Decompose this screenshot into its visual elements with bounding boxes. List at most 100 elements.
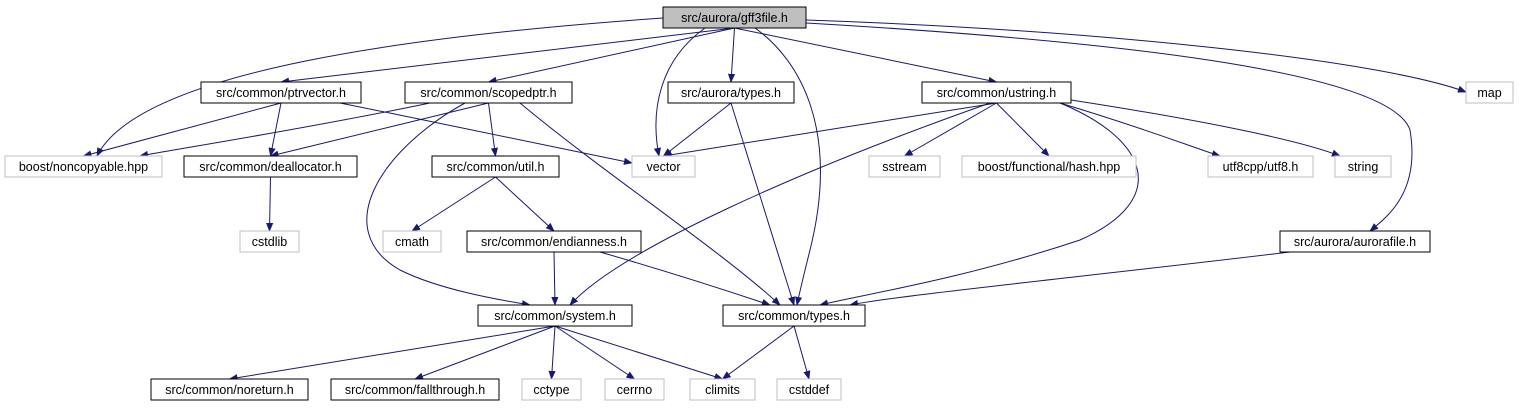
node-label: cmath [395, 235, 429, 249]
edge-endianness-to-common_types [599, 251, 771, 306]
edge-gff3file-to-ustring [734, 27, 998, 84]
nodes-layer: src/aurora/gff3file.h src/common/ptrvecto… [4, 6, 1514, 401]
node-label: src/common/system.h [494, 309, 616, 323]
node-box [431, 155, 560, 178]
node-cctype: cctype [521, 378, 582, 401]
node-label: string [1348, 160, 1379, 174]
node-box [604, 378, 665, 401]
edge-system-to-climits [554, 325, 724, 380]
edge-gff3file-to-aurorafile [805, 22, 1413, 232]
node-label: cstdlib [252, 235, 287, 249]
node-vector: vector [631, 155, 696, 178]
node-noreturn[interactable]: src/common/noreturn.h [150, 378, 309, 401]
node-box [667, 81, 795, 104]
node-box [662, 6, 807, 29]
node-box [239, 230, 300, 253]
edge-gff3file-to-map [805, 19, 1467, 93]
node-box [404, 81, 573, 104]
node-gff3file[interactable]: src/aurora/gff3file.h [662, 6, 807, 29]
node-common-types[interactable]: src/common/types.h [722, 304, 866, 327]
edge-scopedptr-to-util [488, 102, 499, 157]
node-system[interactable]: src/common/system.h [477, 304, 633, 327]
node-label: src/common/noreturn.h [165, 383, 294, 397]
node-box [477, 304, 633, 327]
node-label: src/common/ustring.h [937, 86, 1057, 100]
node-box [961, 155, 1137, 178]
edge-deallocator-to-cstdlib [266, 176, 274, 232]
node-label: climits [705, 383, 740, 397]
node-box [382, 230, 442, 253]
node-label: sstream [882, 160, 926, 174]
node-scopedptr[interactable]: src/common/scopedptr.h [404, 81, 573, 104]
node-sstream: sstream [868, 155, 941, 178]
node-label: vector [646, 160, 680, 174]
node-label: src/aurora/types.h [681, 86, 781, 100]
edge-util-to-endianness [495, 176, 555, 232]
node-box [1334, 155, 1392, 178]
node-label: map [1477, 86, 1501, 100]
edge-gff3file-to-vector [653, 27, 706, 157]
node-label: src/common/endianness.h [481, 235, 627, 249]
node-label: cerrno [617, 383, 652, 397]
node-box [330, 378, 500, 401]
edge-system-to-cctype [548, 325, 556, 380]
edge-common_types-to-cstddef [793, 325, 811, 380]
edge-ptrvector-to-vector [339, 102, 633, 165]
node-label: utf8cpp/utf8.h [1223, 160, 1299, 174]
node-label: src/aurora/gff3file.h [681, 11, 788, 25]
edge-gff3file-to-scopedptr [487, 27, 735, 84]
node-label: boost/functional/hash.hpp [978, 160, 1121, 174]
edge-endianness-to-system [551, 251, 559, 306]
node-box [4, 155, 163, 178]
edges-layer [82, 17, 1467, 382]
node-box [150, 378, 309, 401]
node-box [631, 155, 696, 178]
node-noncopyable: boost/noncopyable.hpp [4, 155, 163, 178]
edge-system-to-cerrno [554, 325, 636, 380]
edge-ustring-to-string [1070, 99, 1341, 157]
edge-scopedptr-to-system [366, 102, 531, 308]
edge-common_types-to-climits [721, 325, 795, 380]
node-fallthrough[interactable]: src/common/fallthrough.h [330, 378, 500, 401]
node-hash: boost/functional/hash.hpp [961, 155, 1137, 178]
node-deallocator[interactable]: src/common/deallocator.h [183, 155, 358, 178]
edge-util-to-cmath [411, 176, 496, 232]
node-label: cstddef [789, 383, 830, 397]
node-box [689, 378, 756, 401]
node-label: src/common/deallocator.h [199, 160, 341, 174]
node-box [921, 81, 1072, 104]
node-box [183, 155, 358, 178]
node-box [1279, 230, 1431, 253]
node-label: cctype [533, 383, 569, 397]
node-label: src/aurora/aurorafile.h [1294, 235, 1416, 249]
node-aurorafile[interactable]: src/aurora/aurorafile.h [1279, 230, 1431, 253]
edge-gff3file-to-ptrvector [280, 27, 735, 85]
edge-ustring-to-vector [662, 102, 997, 159]
node-cstddef: cstddef [776, 378, 842, 401]
node-aurora-types[interactable]: src/aurora/types.h [667, 81, 795, 104]
node-label: src/common/types.h [738, 309, 850, 323]
node-utf8: utf8cpp/utf8.h [1207, 155, 1314, 178]
node-label: src/common/util.h [447, 160, 545, 174]
edge-scopedptr-to-noncopyable [139, 102, 431, 158]
node-endianness[interactable]: src/common/endianness.h [466, 230, 642, 253]
edge-aurora_types-to-common_types [730, 102, 796, 306]
node-box [722, 304, 866, 327]
edge-ustring-to-sstream [903, 102, 997, 157]
node-util[interactable]: src/common/util.h [431, 155, 560, 178]
edge-gff3file-to-noncopyable [96, 17, 664, 157]
node-string: string [1334, 155, 1392, 178]
edge-gff3file-to-common_types [754, 27, 821, 306]
node-box [1207, 155, 1314, 178]
edge-scopedptr-to-deallocator [269, 102, 489, 158]
edge-system-to-noreturn [228, 325, 556, 382]
node-cstdlib: cstdlib [239, 230, 300, 253]
node-label: src/common/ptrvector.h [216, 86, 346, 100]
node-climits: climits [689, 378, 756, 401]
node-box [1465, 81, 1514, 104]
edge-ustring-to-system [569, 102, 991, 306]
node-ustring[interactable]: src/common/ustring.h [921, 81, 1072, 104]
node-ptrvector[interactable]: src/common/ptrvector.h [200, 81, 362, 104]
edge-ptrvector-to-deallocator [268, 102, 282, 157]
node-box [521, 378, 582, 401]
